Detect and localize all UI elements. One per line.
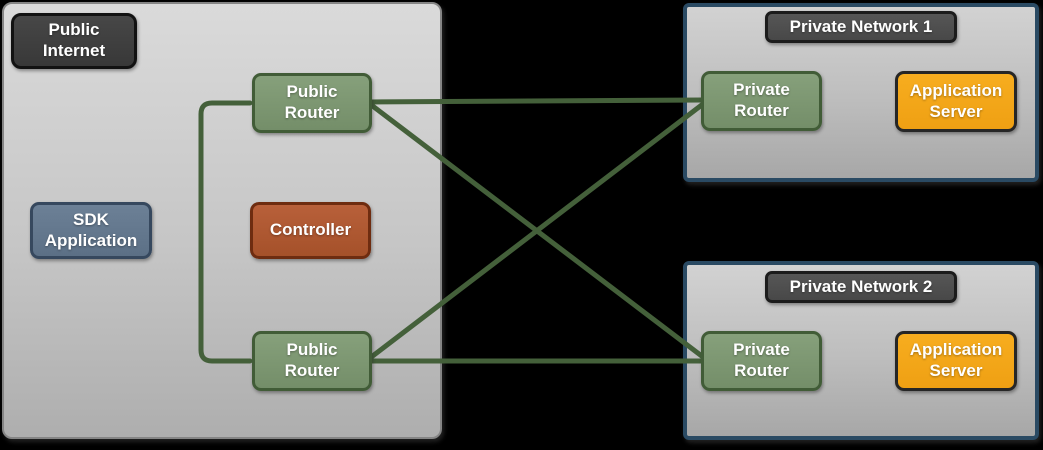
controller-node: Controller: [250, 202, 371, 259]
public-router-top-node: Public Router: [252, 73, 372, 133]
application-server-1-node: Application Server: [895, 71, 1017, 132]
private-network-2-label: Private Network 2: [765, 271, 957, 303]
private-router-2-node: Private Router: [701, 331, 822, 391]
link-router-top-to-private-router-1: [367, 97, 706, 105]
sdk-application-node: SDK Application: [30, 202, 152, 259]
link-router-bottom-to-private-router-1: [367, 101, 706, 361]
application-server-2-node: Application Server: [895, 331, 1017, 391]
public-router-bottom-node: Public Router: [252, 331, 372, 391]
public-internet-label: Public Internet: [11, 13, 137, 69]
private-network-1-label: Private Network 1: [765, 11, 957, 43]
link-router-top-to-router-bottom: [198, 100, 253, 364]
private-router-1-node: Private Router: [701, 71, 822, 131]
